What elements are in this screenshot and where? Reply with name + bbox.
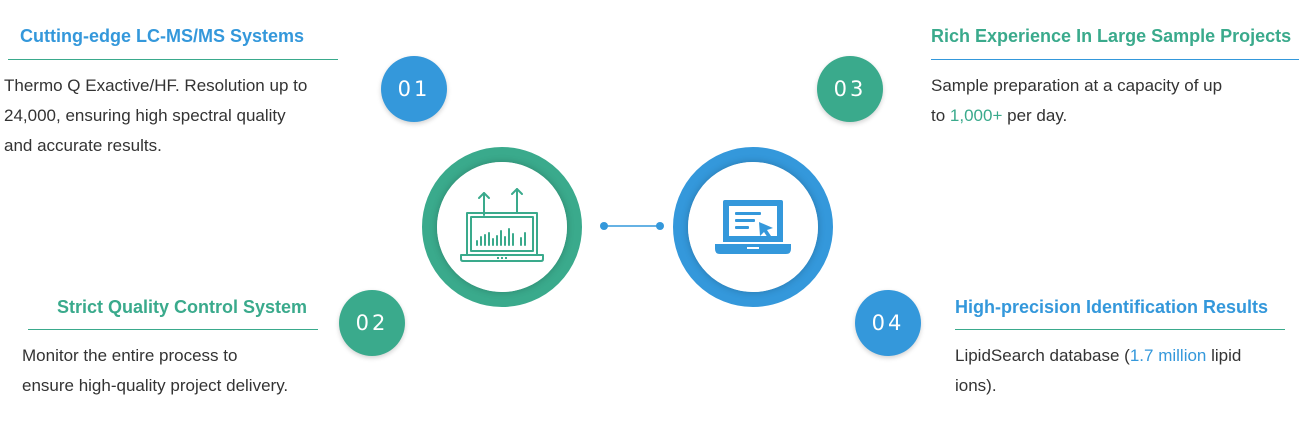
feature-03-capacity-highlight: 1,000+ [949, 106, 1003, 125]
feature-03-rule [931, 59, 1299, 60]
center-left-ring [422, 147, 582, 307]
feature-02-line-2: ensure high-quality project delivery. [22, 376, 289, 395]
feature-03-title: Rich Experience In Large Sample Projects [931, 26, 1292, 46]
feature-02-line-1: Monitor the entire process to [22, 346, 238, 365]
feature-03-number-badge: 03 [817, 56, 883, 122]
feature-01-line-2: 24,000, ensuring high spectral quality [4, 106, 286, 125]
feature-02-title: Strict Quality Control System [57, 297, 308, 317]
feature-04-line-1-pre: LipidSearch database ( [955, 346, 1130, 365]
feature-02-description: Monitor the entire process to ensure hig… [22, 341, 288, 401]
feature-03-line-1: Sample preparation at a capacity of up [931, 76, 1223, 95]
feature-02-rule [28, 329, 318, 330]
center-right-ring-inner [688, 162, 818, 292]
feature-03-line-2: to 1,000+ per day. [931, 101, 1222, 131]
feature-04-rule [955, 329, 1285, 330]
center-left-ring-inner [437, 162, 567, 292]
feature-04-title: High-precision Identification Results [955, 297, 1269, 317]
feature-04-line-1-post: lipid [1206, 346, 1242, 365]
feature-03-line-2-pre: to [931, 106, 950, 125]
feature-02-number-badge: 02 [339, 290, 405, 356]
feature-01-rule [8, 59, 338, 60]
laptop-cursor-icon [715, 200, 791, 254]
feature-04-description: LipidSearch database (1.7 million lipid … [955, 341, 1241, 401]
feature-01-number-badge: 01 [381, 56, 447, 122]
feature-01-line-1: Thermo Q Exactive/HF. Resolution up to [4, 76, 308, 95]
feature-03-line-2-post: per day. [1002, 106, 1068, 125]
feature-04-number-badge: 04 [855, 290, 921, 356]
feature-01-line-3: and accurate results. [4, 136, 162, 155]
center-right-ring [673, 147, 833, 307]
feature-04-line-2: ions). [955, 376, 997, 395]
center-connector [600, 222, 664, 230]
feature-01-description: Thermo Q Exactive/HF. Resolution up to 2… [4, 71, 307, 161]
laptop-chart-icon [460, 188, 544, 262]
feature-01-title: Cutting-edge LC-MS/MS Systems [20, 26, 305, 46]
feature-04-ions-highlight: 1.7 million [1129, 346, 1207, 365]
feature-03-description: Sample preparation at a capacity of up t… [931, 71, 1222, 131]
feature-04-line-1: LipidSearch database (1.7 million lipid [955, 341, 1241, 371]
